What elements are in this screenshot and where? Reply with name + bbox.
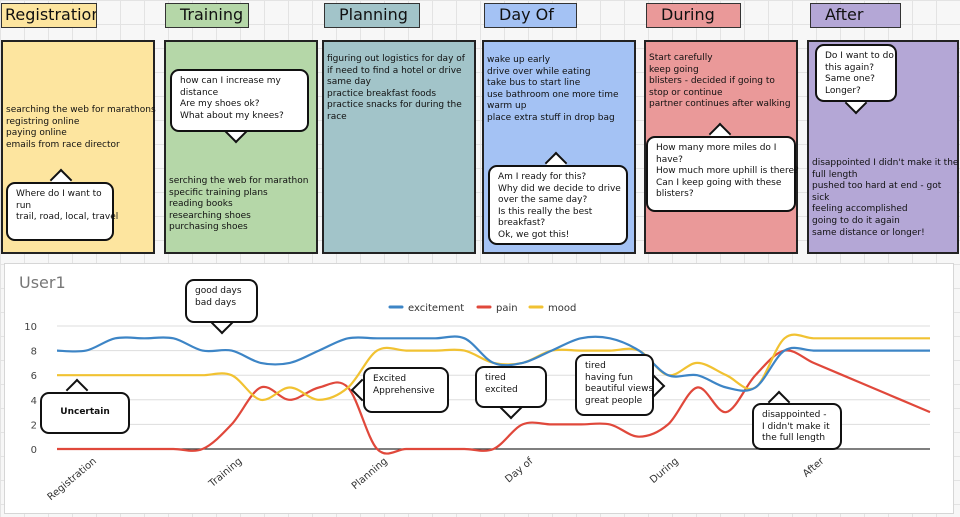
- y-tick-label: 4: [31, 396, 37, 407]
- x-tick-label: After: [801, 455, 827, 479]
- stage-note-line: keep going: [649, 64, 699, 75]
- y-tick-label: 0: [31, 445, 37, 456]
- stage-title-planning: Planning: [324, 3, 420, 28]
- stage-note-line: researching shoes: [169, 210, 251, 221]
- x-tick-label: Training: [206, 456, 244, 490]
- chart-title: User1: [19, 273, 66, 292]
- stage-note-line: sick: [812, 192, 830, 203]
- legend-label: mood: [548, 303, 576, 314]
- stage-note-line: practice snacks for during the: [327, 100, 462, 111]
- stage-note-line: use bathroom one more time: [487, 89, 619, 100]
- stage-note-line: if need to find a hotel or drive: [327, 65, 462, 76]
- stage-note-line: warm up: [487, 101, 527, 112]
- x-tick-label: Registration: [46, 456, 99, 503]
- stage-note-line: purchasing shoes: [169, 222, 248, 233]
- stage-title-day-of: Day Of: [484, 3, 577, 28]
- stage-title-training: Training: [165, 3, 249, 28]
- legend-label: pain: [496, 303, 518, 314]
- stage-note-line: searching the web for marathons: [6, 105, 156, 115]
- chart-bubble-disappointed: disappointed - I didn't make it the full…: [752, 403, 842, 450]
- stage-note-line: pushed too hard at end - got: [812, 181, 942, 192]
- y-tick-label: 6: [31, 371, 37, 382]
- stage-note-line: place extra stuff in drop bag: [487, 112, 615, 123]
- stage-note-line: going to do it again: [812, 215, 900, 226]
- stage-note-line: reading books: [169, 199, 233, 210]
- stage-note-line: emails from race director: [6, 139, 120, 150]
- stage-note-line: registring online: [6, 116, 80, 127]
- stage-note-line: race: [327, 111, 347, 122]
- chart-bubble-tired-excited: tired excited: [475, 366, 547, 408]
- x-tick-label: Planning: [350, 456, 390, 492]
- x-tick-label: Day of: [503, 456, 535, 486]
- stage-note-line: feeling accomplished: [812, 204, 908, 215]
- stage-title-during: During: [646, 3, 741, 28]
- stage-note-line: take bus to start line: [487, 78, 581, 89]
- bubble-registration: Where do I want to run trail, road, loca…: [6, 182, 118, 241]
- stage-note-line: wake up early: [487, 55, 551, 65]
- bubble-after: Do I want to do this again? Same one? Lo…: [815, 44, 897, 102]
- stage-note-line: paying online: [6, 128, 67, 139]
- legend-label: excitement: [408, 303, 464, 314]
- chart-bubble-tired-fun: tired having fun beautiful views great p…: [575, 354, 654, 416]
- chart-bubble-excited: Excited Apprehensive: [363, 367, 449, 413]
- stage-title-after: After: [810, 3, 901, 28]
- stage-note-line: same distance or longer!: [812, 227, 925, 238]
- stage-note-line: partner continues after walking: [649, 99, 791, 110]
- chart-bubble-uncertain: Uncertain: [40, 392, 130, 434]
- y-tick-label: 10: [24, 322, 37, 333]
- stage-note-line: figuring out logistics for day of: [327, 54, 465, 64]
- chart-bubble-good-bad: good days bad days: [185, 279, 258, 323]
- series-line-excitement: [56, 335, 930, 392]
- stage-note-line: full length: [812, 169, 858, 180]
- bubble-training: how can I increase my distance Are my sh…: [170, 69, 309, 132]
- stage-note-line: Start carefully: [649, 53, 713, 63]
- stage-note-line: specific training plans: [169, 187, 268, 198]
- stage-note-line: practice breakfast foods: [327, 88, 437, 99]
- stage-title-registration: Registration: [1, 3, 97, 28]
- stage-note-line: disappointed I didn't make it the: [812, 158, 959, 168]
- bubble-dayof: Am I ready for this? Why did we decide t…: [488, 165, 628, 245]
- y-tick-label: 8: [31, 347, 37, 358]
- stage-note-line: same day: [327, 77, 371, 88]
- y-tick-label: 2: [31, 420, 37, 431]
- stage-note-line: serching the web for marathon: [169, 176, 309, 186]
- stage-note-line: stop or continue: [649, 87, 723, 98]
- stage-note-line: drive over while eating: [487, 66, 591, 77]
- x-tick-label: During: [648, 456, 681, 486]
- stage-note-line: blisters - decided if going to: [649, 76, 775, 87]
- bubble-during: How many more miles do I have? How much …: [646, 136, 799, 212]
